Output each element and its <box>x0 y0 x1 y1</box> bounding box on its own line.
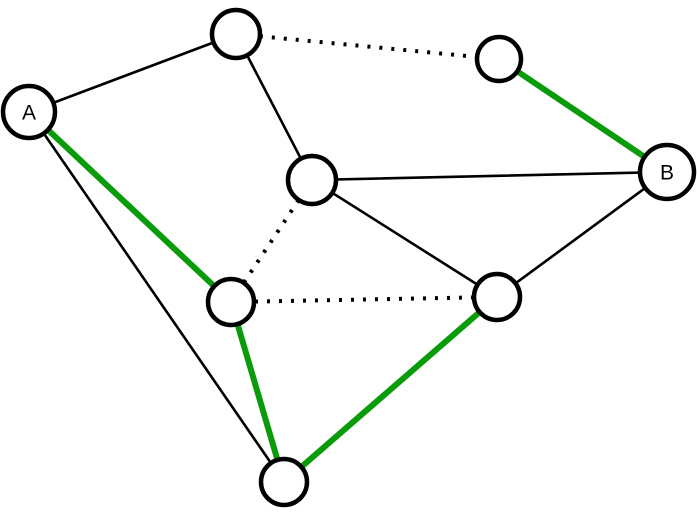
node-midright <box>471 271 523 323</box>
node-midleft-circle <box>205 276 257 328</box>
node-top-circle <box>209 7 263 61</box>
node-bottom <box>258 456 310 508</box>
edge-bottom-midright-highlighted <box>281 294 500 485</box>
node-A-label: A <box>22 102 36 125</box>
node-A-circle <box>0 83 58 141</box>
edge-A-bottom <box>27 110 286 484</box>
edge-top-center <box>234 32 314 182</box>
node-B-label: B <box>660 162 674 185</box>
node-bottom-circle <box>258 456 310 508</box>
node-A: A <box>0 83 58 141</box>
edge-top-topright <box>235 32 500 61</box>
edge-center-B <box>310 170 669 182</box>
edge-midright-B <box>495 170 669 299</box>
node-B-circle <box>637 142 697 202</box>
node-center <box>285 153 339 207</box>
node-top <box>209 7 263 61</box>
edge-center-midright <box>310 178 499 299</box>
node-B: B <box>637 142 697 202</box>
edge-A-top <box>27 32 238 114</box>
node-topright-circle <box>474 34 524 84</box>
edge-topright-B-highlighted <box>496 56 670 175</box>
node-midright-circle <box>471 271 523 323</box>
node-center-circle <box>285 153 339 207</box>
node-topright <box>474 34 524 84</box>
edge-midleft-bottom-highlighted <box>228 299 287 485</box>
node-midleft <box>205 276 257 328</box>
edge-A-midleft-highlighted <box>26 109 234 305</box>
edge-midleft-midright <box>230 295 498 304</box>
